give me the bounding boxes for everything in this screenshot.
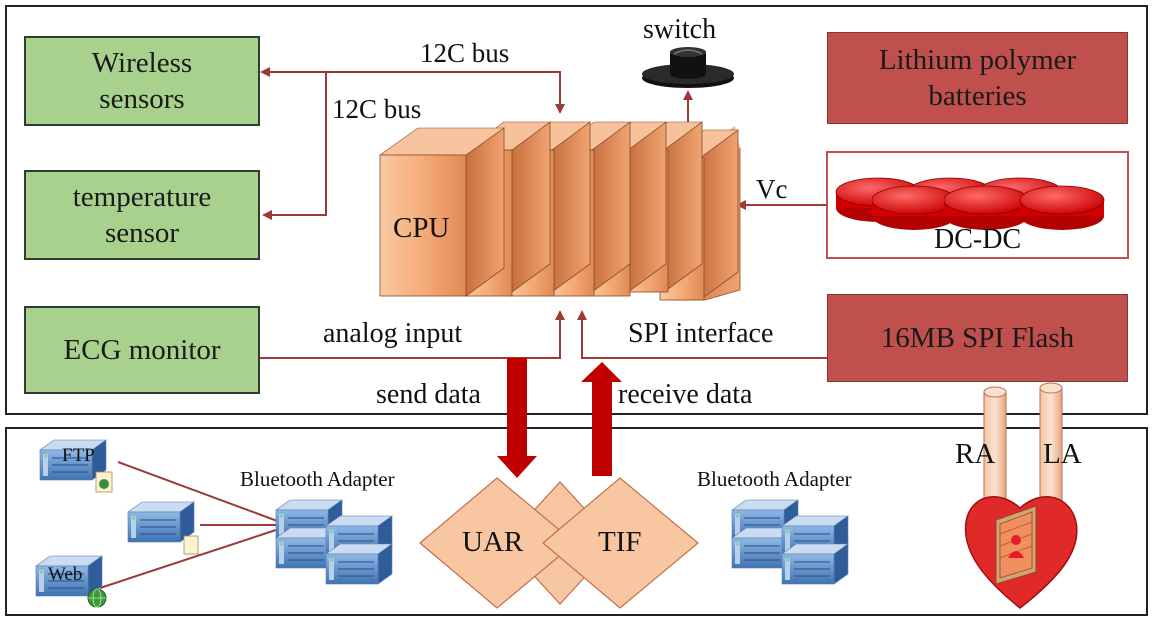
bus-connectors (99, 67, 828, 589)
link-web (99, 527, 283, 589)
document-icon (95, 471, 113, 493)
cpu-slices (379, 121, 739, 301)
uar-diamond (419, 477, 576, 609)
receive-data-label: receive data (618, 379, 753, 410)
analog-input-line (260, 310, 565, 359)
switch-label: switch (643, 14, 717, 45)
vc-label: Vc (756, 174, 788, 204)
servers-left (35, 439, 199, 608)
switch-icon (642, 47, 734, 88)
tif-diamond (542, 477, 699, 609)
la-label: LA (1043, 438, 1082, 470)
uart-diamonds (419, 477, 699, 609)
i2c-bus-top-label: 12C bus (420, 38, 510, 68)
spi-interface-line (577, 310, 828, 359)
cpu-label: CPU (393, 212, 450, 244)
temperature-sensor-label: temperature sensor (72, 180, 212, 249)
lithium-batteries-box: Lithium polymer batteries (827, 32, 1128, 124)
tif-label: TIF (598, 526, 642, 558)
ra-label: RA (955, 438, 996, 470)
wireless-sensors-box: Wireless sensors (24, 36, 260, 126)
receive-data-arrow (581, 362, 622, 476)
web-label: Web (48, 564, 83, 585)
send-data-arrow (497, 358, 537, 478)
cpu-stack (379, 121, 741, 301)
uar-label: UAR (462, 526, 524, 558)
send-data-label: send data (376, 379, 481, 410)
globe-icon (87, 588, 107, 608)
ecg-monitor-box: ECG monitor (24, 306, 260, 394)
bluetooth-adapter-left-label: Bluetooth Adapter (240, 467, 395, 491)
link-ftp (117, 461, 281, 523)
bluetooth-adapter-right-label: Bluetooth Adapter (697, 467, 852, 491)
wireless-sensors-label: Wireless sensors (91, 46, 193, 115)
spi-interface-label: SPI interface (628, 318, 774, 349)
analog-input-label: analog input (323, 318, 463, 349)
cpu-front (379, 154, 467, 297)
ecg-monitor-label: ECG monitor (63, 333, 221, 366)
ftp-label: FTP (62, 445, 95, 466)
document-icon (183, 535, 199, 555)
temperature-sensor-box: temperature sensor (24, 170, 260, 260)
lithium-batteries-label: Lithium polymer batteries (878, 43, 1077, 112)
spi-flash-label: 16MB SPI Flash (880, 321, 1075, 354)
heart-icon (964, 496, 1078, 609)
dc-dc-label: DC-DC (934, 224, 1022, 255)
i2c-bus-side-label: 12C bus (332, 94, 422, 124)
dc-dc-discs (835, 177, 1105, 230)
spi-flash-box: 16MB SPI Flash (827, 294, 1128, 382)
i2c-bus-line-side (262, 72, 327, 220)
